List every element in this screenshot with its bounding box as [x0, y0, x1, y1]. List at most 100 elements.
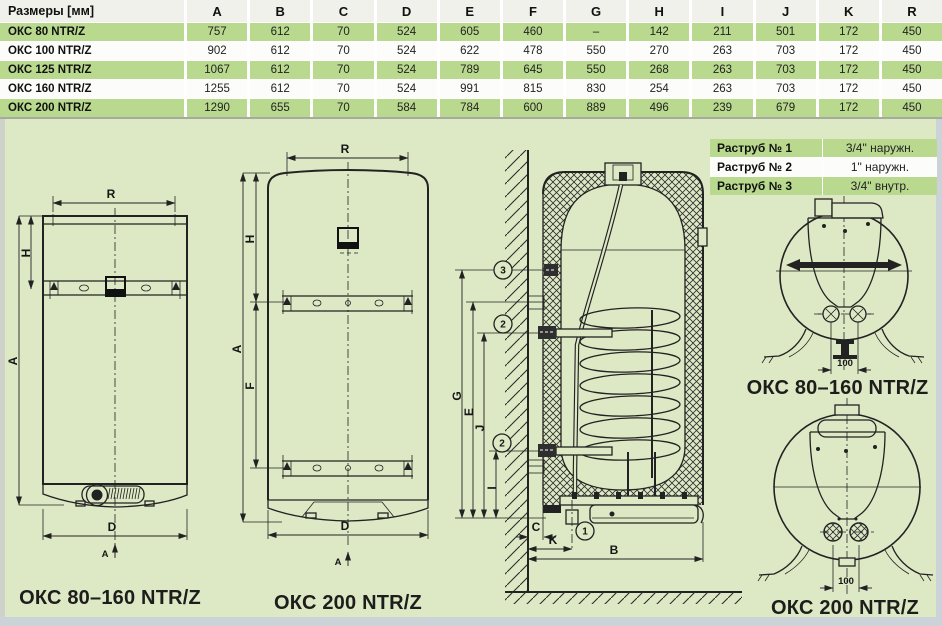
dim-label-R2: R: [341, 142, 350, 156]
table-cell: 450: [881, 99, 942, 117]
table-cell: 600: [502, 99, 563, 117]
dim-label-100-small: 100: [837, 358, 853, 369]
legend-label: Раструб № 3: [710, 177, 822, 195]
column-header: I: [692, 0, 753, 22]
table-cell: 1255: [187, 80, 248, 98]
table-cell: 70: [313, 99, 374, 117]
table-cell: 784: [439, 99, 500, 117]
row-label: ОКС 100 NTR/Z: [0, 42, 184, 60]
column-header: B: [250, 0, 311, 22]
front-view-large: R A H F: [230, 142, 429, 568]
table-cell: 450: [881, 42, 942, 60]
wall-hatch: [505, 150, 528, 592]
dim-label-H: H: [19, 249, 33, 258]
column-header: R: [881, 0, 942, 22]
pipe-fitting: [823, 522, 869, 542]
table-cell: 254: [629, 80, 690, 98]
title-front-small: ОКС 80–160 NTR/Z: [19, 587, 201, 609]
table-cell: 1290: [187, 99, 248, 117]
dim-label-A2: A: [230, 344, 244, 353]
dim-label-I: I: [485, 486, 499, 489]
insulation-hatch: [543, 172, 703, 505]
column-header: Размеры [мм]: [0, 0, 184, 22]
title-top-large: ОКС 200 NTR/Z: [771, 597, 919, 619]
column-header: A: [187, 0, 248, 22]
legend-value: 3/4" наружн.: [823, 139, 937, 157]
column-header: F: [502, 0, 563, 22]
table-cell: 211: [692, 23, 753, 41]
table-cell: 550: [566, 61, 627, 79]
table-cell: 70: [313, 61, 374, 79]
table-cell: 1067: [187, 61, 248, 79]
column-header: J: [755, 0, 816, 22]
dim-label-F: F: [243, 382, 257, 389]
table-cell: 496: [629, 99, 690, 117]
table-cell: 612: [250, 80, 311, 98]
left-edge-strip: [0, 119, 5, 626]
table-cell: 703: [755, 80, 816, 98]
table-cell: 703: [755, 61, 816, 79]
table-cell: 70: [313, 42, 374, 60]
table-cell: 622: [439, 42, 500, 60]
column-header: G: [566, 0, 627, 22]
table-cell: 645: [502, 61, 563, 79]
table-cell: 172: [818, 42, 879, 60]
table-cell: 270: [629, 42, 690, 60]
table-cell: 889: [566, 99, 627, 117]
dim-label-E: E: [462, 408, 476, 416]
table-cell: 239: [692, 99, 753, 117]
dim-label-R: R: [107, 187, 116, 201]
table-cell: 524: [376, 42, 437, 60]
bottom-view-large: 100: [757, 398, 934, 596]
column-header: E: [439, 0, 500, 22]
table-cell: 478: [502, 42, 563, 60]
section-view: 3 2 2 G E J: [450, 150, 742, 604]
dim-label-D: D: [108, 520, 117, 534]
column-header: H: [629, 0, 690, 22]
table-cell: 70: [313, 23, 374, 41]
callout-2-lower: 2: [499, 439, 505, 450]
table-cell: 450: [881, 61, 942, 79]
dim-label-C: C: [532, 520, 541, 534]
table-cell: 172: [818, 61, 879, 79]
table-cell: 815: [502, 80, 563, 98]
legend-label: Раструб № 1: [710, 139, 822, 157]
table-cell: 679: [755, 99, 816, 117]
table-cell: 789: [439, 61, 500, 79]
column-header: C: [313, 0, 374, 22]
front-view-small: R A H: [6, 187, 188, 560]
table-cell: 263: [692, 42, 753, 60]
row-label: ОКС 80 NTR/Z: [0, 23, 184, 41]
legend-value: 1" наружн.: [823, 158, 937, 176]
table-cell: 612: [250, 61, 311, 79]
dim-label-B: B: [610, 543, 619, 557]
table-cell: 501: [755, 23, 816, 41]
dim-label-H2: H: [243, 235, 257, 244]
table-cell: 172: [818, 80, 879, 98]
table-cell: 612: [250, 42, 311, 60]
row-label: ОКС 200 NTR/Z: [0, 99, 184, 117]
callout-1: 1: [582, 527, 588, 538]
table-cell: 524: [376, 80, 437, 98]
table-cell: 902: [187, 42, 248, 60]
table-cell: –: [566, 23, 627, 41]
dim-label-D2: D: [341, 519, 350, 533]
table-cell: 70: [313, 80, 374, 98]
table-cell: 142: [629, 23, 690, 41]
table-cell: 450: [881, 80, 942, 98]
table-cell: 172: [818, 99, 879, 117]
table-cell: 524: [376, 61, 437, 79]
column-header: D: [376, 0, 437, 22]
table-cell: 605: [439, 23, 500, 41]
table-cell: 612: [250, 23, 311, 41]
row-label: ОКС 125 NTR/Z: [0, 61, 184, 79]
title-top-small: ОКС 80–160 NTR/Z: [746, 377, 929, 399]
table-cell: 460: [502, 23, 563, 41]
floor-hatch: [505, 592, 742, 604]
dim-label-100-large: 100: [838, 576, 854, 587]
right-edge-strip: [936, 119, 942, 626]
bottom-edge-strip: [0, 617, 942, 626]
